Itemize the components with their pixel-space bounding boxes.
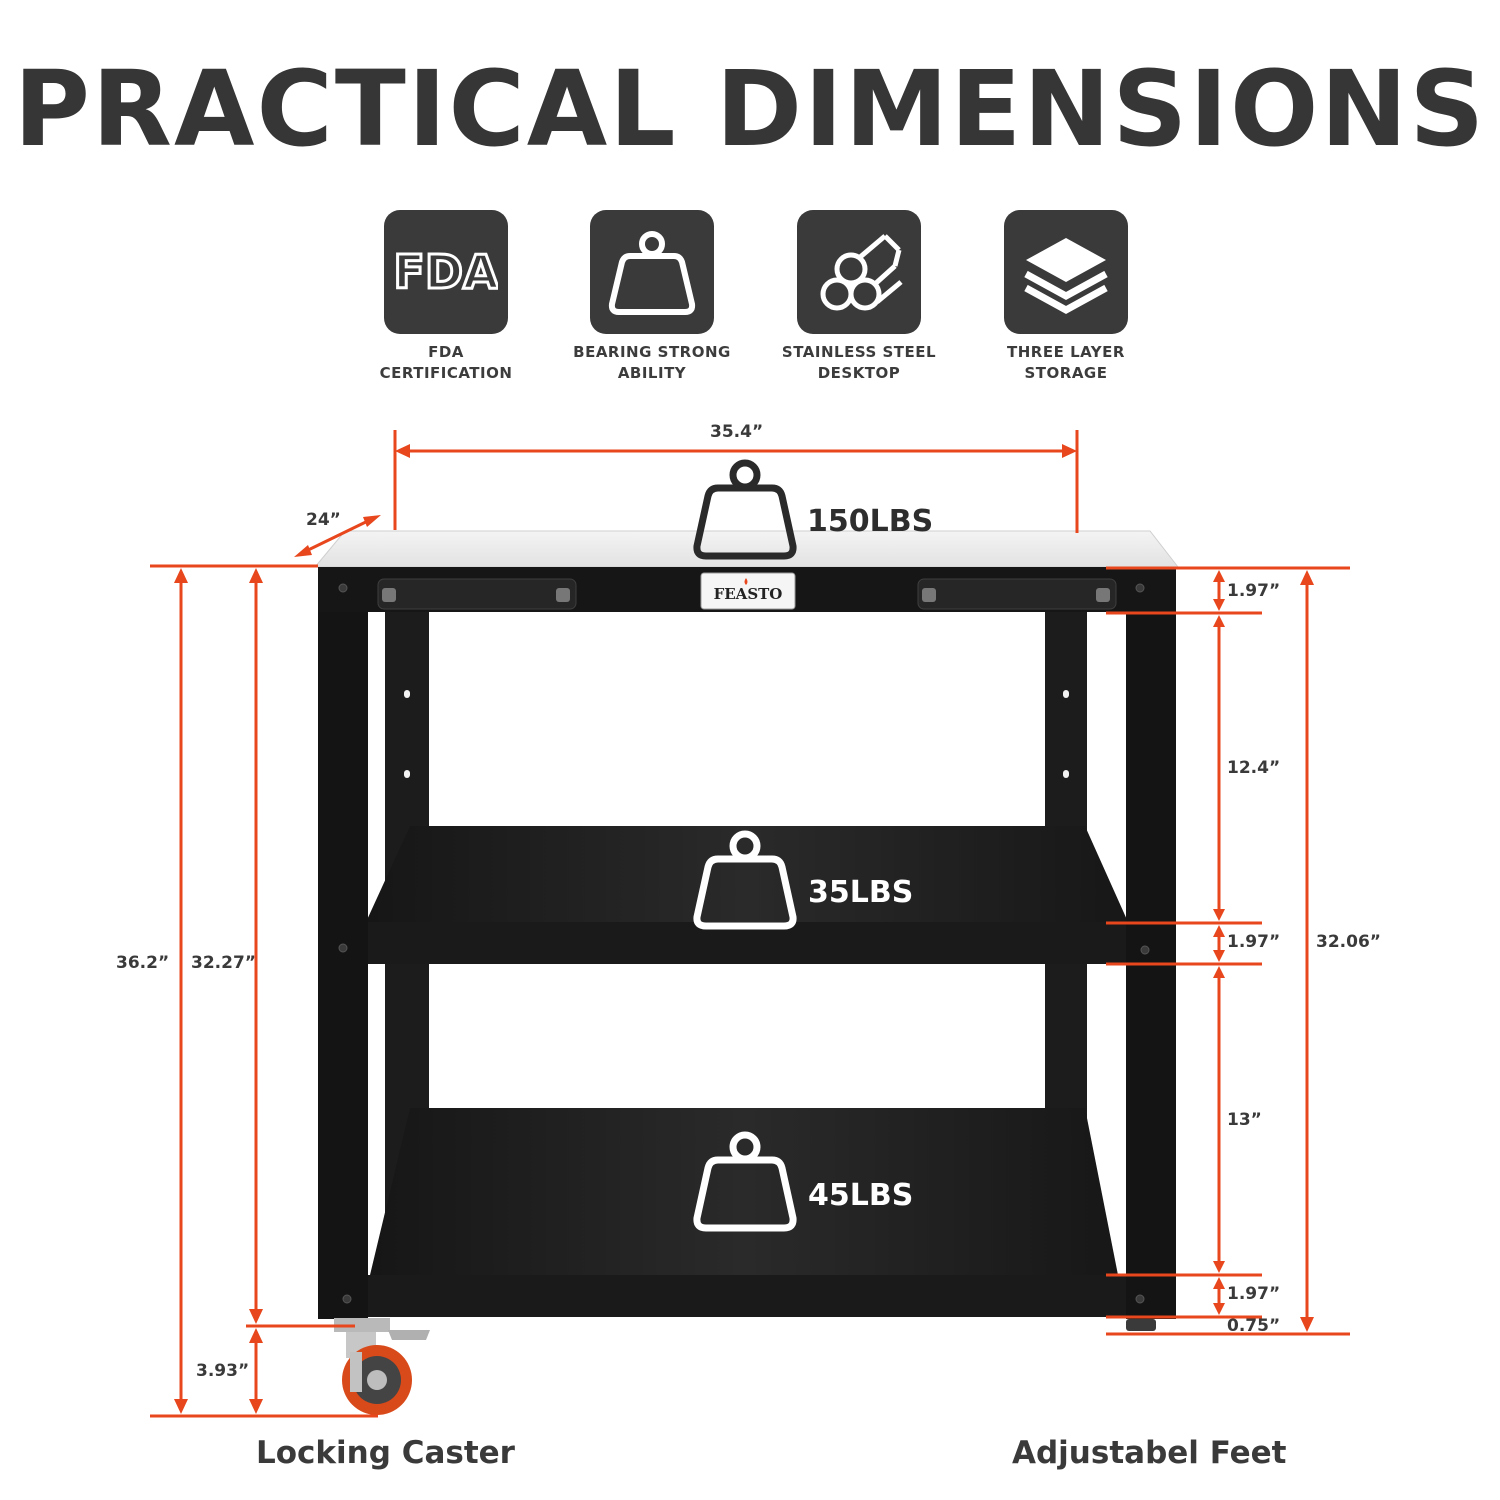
weight-icon-bottom — [693, 1131, 797, 1232]
feature-storage: THREE LAYER STORAGE — [966, 210, 1166, 384]
feature-caption-line2: ABILITY — [617, 364, 687, 382]
brand-name: FEASTO — [714, 585, 783, 603]
brand-badge — [700, 572, 796, 610]
feature-caption-line1: THREE LAYER — [1007, 343, 1125, 361]
weight-icon — [590, 210, 714, 334]
footer-adjustable-feet: Adjustabel Feet — [1012, 1435, 1287, 1471]
dim-depth: 24” — [306, 510, 341, 530]
adjustable-foot-icon — [1126, 1319, 1156, 1331]
dim-bottom-band: 1.97” — [1227, 1284, 1281, 1304]
feature-caption-line2: CERTIFICATION — [379, 364, 513, 382]
feature-caption-line1: STAINLESS STEEL — [781, 343, 937, 361]
dim-total-height: 36.2” — [116, 953, 170, 973]
handle-right — [917, 578, 1117, 610]
layers-icon — [1004, 210, 1128, 334]
feature-caption-line1: BEARING STRONG — [573, 343, 731, 361]
feature-caption-line2: DESKTOP — [817, 364, 901, 382]
middle-shelf-surface — [366, 826, 1128, 922]
dim-width: 35.4” — [710, 422, 764, 442]
front-leg-right — [1126, 567, 1176, 1319]
bottom-shelf-front — [368, 1275, 1128, 1317]
page-title: PRACTICAL DIMENSIONS — [13, 48, 1487, 170]
dim-upper-gap: 12.4” — [1227, 758, 1281, 778]
fda-logo-icon: FDA — [384, 210, 508, 334]
footer-locking-caster: Locking Caster — [256, 1435, 515, 1471]
weight-icon-middle — [693, 830, 797, 930]
dim-feet: 0.75” — [1227, 1316, 1281, 1336]
dim-frame-height: 32.27” — [191, 953, 256, 973]
dim-lower-gap: 13” — [1227, 1110, 1262, 1130]
dim-caster-height: 3.93” — [196, 1361, 250, 1381]
dim-right-total: 32.06” — [1316, 932, 1381, 952]
feature-fda: FDA FDA CERTIFICATION — [346, 210, 546, 384]
bottom-shelf-surface — [370, 1108, 1118, 1275]
weight-icon-top — [693, 459, 797, 560]
dim-top-band: 1.97” — [1227, 581, 1281, 601]
front-leg-left — [318, 567, 368, 1319]
dim-mid-band: 1.97” — [1227, 932, 1281, 952]
fda-logo-text: FDA — [394, 245, 498, 299]
stainless-top — [313, 530, 1180, 568]
load-bottom: 45LBS — [808, 1178, 914, 1213]
load-middle: 35LBS — [808, 875, 914, 910]
dimension-lines — [150, 430, 1350, 1418]
feature-bearing: BEARING STRONG ABILITY — [552, 210, 752, 384]
load-top: 150LBS — [807, 504, 934, 539]
handle-left — [377, 578, 577, 610]
feature-caption-line2: STORAGE — [1024, 364, 1108, 382]
locking-caster-icon — [334, 1318, 430, 1415]
steel-pipes-icon — [797, 210, 921, 334]
feature-caption-line1: FDA — [428, 343, 464, 361]
feature-steel: STAINLESS STEEL DESKTOP — [759, 210, 959, 384]
